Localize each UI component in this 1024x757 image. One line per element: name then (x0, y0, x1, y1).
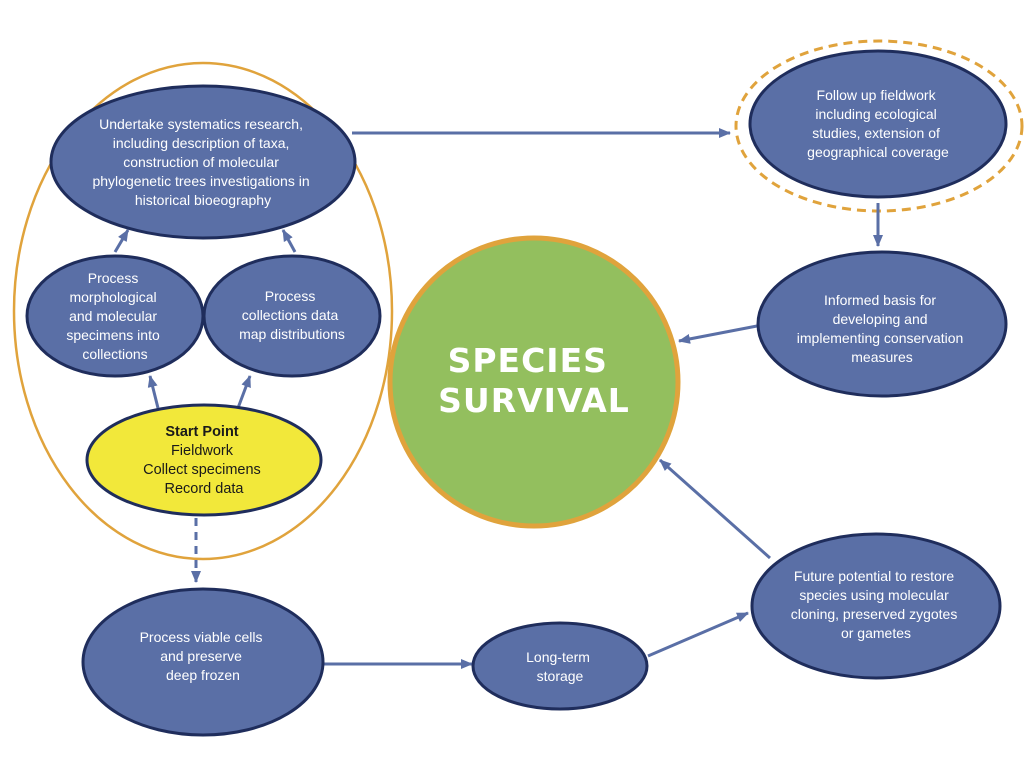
node-informed-basis-text: Informed basis for developing and implem… (797, 292, 967, 365)
arrow-informed-to-center (678, 324, 758, 344)
arrow-storage-to-future (647, 611, 749, 658)
arrow-data-to-research (281, 229, 297, 253)
node-long-term-storage: Long-term storage (471, 621, 649, 711)
node-process-collections-data: Process collections data map distributio… (202, 254, 382, 378)
node-follow-up-fieldwork: Follow up fieldwork including ecological… (748, 49, 1008, 199)
node-process-collections-data-text: Process collections data map distributio… (239, 288, 345, 342)
node-process-morphological-text: Process morphological and molecular spec… (66, 270, 163, 362)
node-process-viable-cells-text: Process viable cells and preserve deep f… (140, 629, 267, 683)
node-species-survival: SPECIES SURVIVAL (387, 235, 681, 529)
arrows (113, 128, 883, 669)
fieldwork-group-outline (12, 61, 394, 561)
node-start-point-text: Start Point Fieldwork Collect specimens … (143, 424, 265, 497)
node-process-morphological: Process morphological and molecular spec… (25, 254, 205, 378)
species-survival-title: SPECIES SURVIVAL (438, 341, 630, 420)
node-future-potential-text: Future potential to restore species usin… (791, 568, 961, 641)
node-start-point: Start Point Fieldwork Collect specimens … (85, 403, 323, 517)
node-research-text: Undertake systematics research, includin… (92, 116, 313, 208)
node-follow-up-fieldwork-text: Follow up fieldwork including ecological… (807, 87, 949, 160)
arrow-start-to-data (236, 375, 252, 409)
node-research: Undertake systematics research, includin… (49, 84, 357, 240)
node-future-potential: Future potential to restore species usin… (750, 532, 1002, 680)
node-informed-basis: Informed basis for developing and implem… (756, 250, 1008, 398)
node-process-viable-cells: Process viable cells and preserve deep f… (81, 587, 325, 737)
node-long-term-storage-text: Long-term storage (526, 649, 594, 684)
arrow-future-to-center (659, 458, 771, 560)
arrow-start-to-morph (147, 375, 160, 409)
arrow-morph-to-research (113, 229, 130, 253)
